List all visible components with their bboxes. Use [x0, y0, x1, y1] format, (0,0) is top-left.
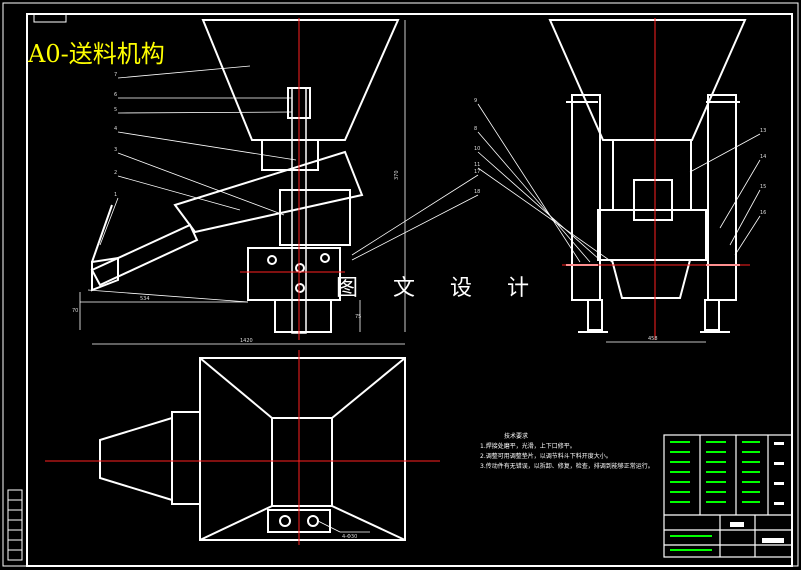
svg-text:5: 5 — [114, 107, 117, 113]
top-view-centerlines — [45, 350, 440, 545]
top-view-labels: 1420 4-Φ30 — [240, 338, 357, 540]
svg-text:370: 370 — [394, 170, 400, 180]
svg-text:14: 14 — [760, 154, 766, 160]
tech-item-1: 1.焊接处磨平，光滑，上下口修平。 — [480, 443, 576, 450]
svg-text:11: 11 — [474, 162, 480, 168]
tech-item-3: 3.传动件有无错误，以拆卸、修复，检查，排调到能够正常运行。 — [480, 463, 654, 470]
svg-text:10: 10 — [474, 146, 480, 152]
title-block-white-marks — [730, 442, 784, 543]
svg-text:4-Φ30: 4-Φ30 — [342, 534, 357, 540]
svg-text:6: 6 — [114, 92, 117, 98]
svg-text:16: 16 — [760, 210, 766, 216]
svg-text:13: 13 — [760, 128, 766, 134]
svg-text:15: 15 — [760, 184, 766, 190]
svg-text:17: 17 — [474, 169, 480, 175]
svg-text:8: 8 — [474, 126, 477, 132]
watermark-text: 图 文 设 计 — [336, 276, 543, 301]
svg-text:18: 18 — [474, 189, 480, 195]
svg-text:9: 9 — [474, 98, 477, 104]
frame-tab — [33, 13, 67, 23]
svg-text:75: 75 — [355, 314, 361, 320]
svg-text:458: 458 — [648, 336, 658, 342]
title-block — [663, 434, 793, 558]
svg-text:4: 4 — [114, 126, 117, 132]
top-view — [99, 357, 406, 541]
tech-heading: 技术要求 — [504, 433, 529, 440]
svg-text:534: 534 — [140, 296, 150, 302]
margin-boxes — [7, 489, 23, 561]
technical-requirements: 技术要求 1.焊接处磨平，光滑，上下口修平。 2.调整可用调整垫片，以调节料斗下… — [480, 432, 654, 472]
svg-text:70: 70 — [72, 308, 78, 314]
top-view-leaders — [92, 343, 405, 533]
inner-frame — [26, 13, 793, 567]
drawing-title: A0-送料机构 — [28, 40, 165, 68]
side-view — [548, 19, 747, 333]
svg-text:7: 7 — [114, 72, 117, 78]
front-view-leaders — [79, 20, 479, 332]
side-view-leaders — [477, 103, 761, 343]
tech-item-2: 2.调整可用调整垫片，以调节料斗下料开度大小。 — [480, 453, 612, 460]
svg-text:3: 3 — [114, 147, 117, 153]
svg-text:1: 1 — [114, 192, 117, 198]
side-view-centerlines — [562, 18, 750, 340]
svg-text:1420: 1420 — [240, 338, 253, 344]
title-block-rows — [670, 441, 760, 551]
side-view-balloon-numbers: 9 8 10 11 13 14 15 16 458 — [474, 98, 766, 342]
svg-text:2: 2 — [114, 170, 117, 176]
front-view-balloon-numbers: 7 6 5 4 3 2 1 17 18 534 370 70 75 — [72, 72, 480, 320]
front-view-centerlines — [240, 18, 345, 340]
